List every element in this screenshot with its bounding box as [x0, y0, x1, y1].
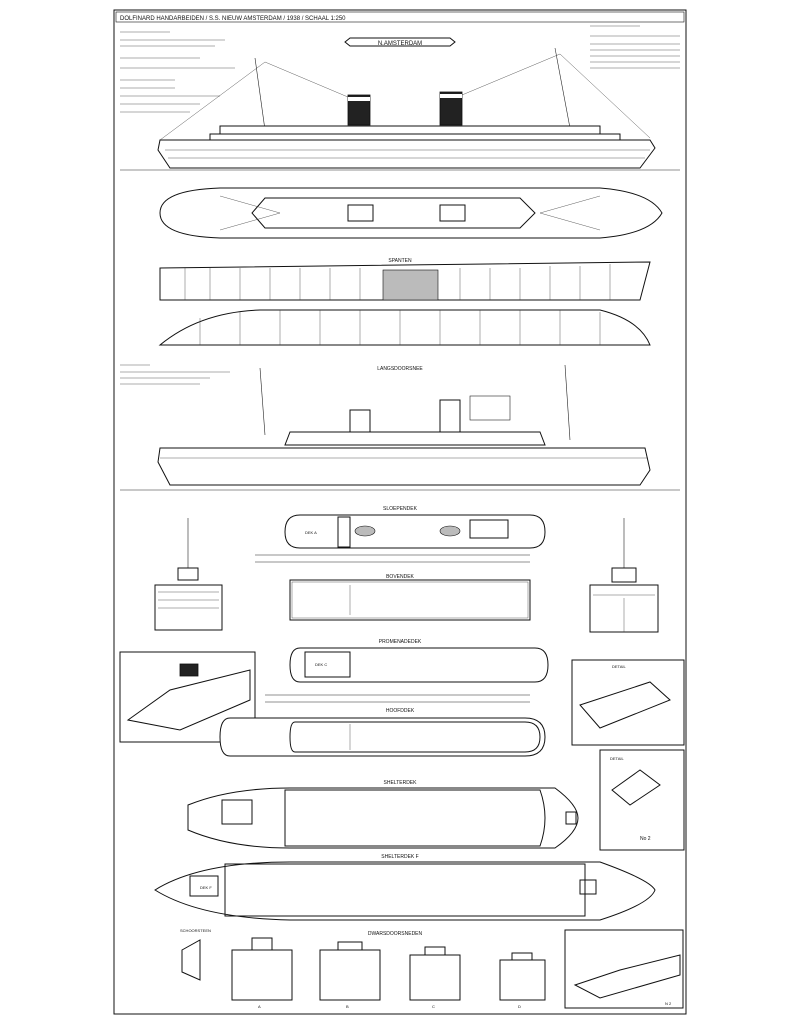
cross-sections: DWARSDOORSNEDEN SCHOORSTEEN A B C D [180, 928, 546, 1009]
deck-e: SHELTERDEK [187, 780, 579, 849]
longitudinal-section: LANGSDOORSNEE [120, 364, 680, 491]
deck-f: SHELTERDEK F DEK F [154, 854, 656, 921]
sheet-header: DOLFINARD HANDARBEIDEN / S.S. NIEUW AMST… [120, 16, 346, 22]
funnel-detail-title: SCHOORSTEEN [180, 928, 211, 933]
plate-number: No 2 [640, 836, 651, 842]
deck-a-title: SLOEPENDEK [383, 506, 418, 512]
ship-name-banner: N.AMSTERDAM [344, 37, 456, 47]
deck-b: BOVENDEK [289, 574, 531, 621]
section-label-2: B [346, 1004, 349, 1009]
legend-right [590, 25, 680, 69]
deck-c-title: PROMENADEDEK [379, 639, 422, 645]
stern-view-right [589, 518, 659, 633]
deck-d-title: HOOFDDEK [386, 708, 415, 714]
section-label-4: D [518, 1004, 521, 1009]
deck-f-label: DEK F [200, 885, 212, 890]
deck-f-title: SHELTERDEK F [381, 854, 418, 860]
header-bar [115, 11, 685, 23]
plan-view [159, 187, 663, 239]
legend-left [120, 31, 235, 113]
deck-e-title: SHELTERDEK [384, 780, 418, 786]
deck-c-label: DEK C [315, 662, 327, 667]
detail-inset-mid-right: DETAIL No 2 [599, 749, 685, 851]
notes-left [120, 364, 230, 385]
cross-section-title: LANGSDOORSNEE [377, 366, 423, 372]
detail-inset-top-right: DETAIL [571, 659, 685, 746]
section-label-1: A [258, 1004, 261, 1009]
section-label-3: C [432, 1004, 435, 1009]
sheet-border [113, 9, 687, 1015]
detail-inset-left [119, 651, 256, 743]
detail-inset-bottom-right: N 2 [564, 929, 684, 1009]
deck-c: PROMENADEDEK DEK C [265, 639, 549, 703]
frames-title: SPANTEN [388, 258, 412, 264]
sections-title: DWARSDOORSNEDEN [368, 931, 423, 937]
detail-top-title: DETAIL [612, 664, 626, 669]
deck-b-title: BOVENDEK [386, 574, 414, 580]
bow-view-left [154, 518, 223, 631]
deck-a: SLOEPENDEK DEK A [255, 506, 546, 563]
frames-strip-top: SPANTEN [159, 258, 651, 301]
side-profile [120, 47, 680, 171]
sheet-code: N 2 [665, 1001, 672, 1006]
deck-d: HOOFDDEK [219, 708, 546, 757]
frames-strip-bottom [158, 309, 651, 346]
ship-name-text: N.AMSTERDAM [378, 41, 422, 47]
detail-bottom-title: DETAIL [610, 756, 624, 761]
deck-a-label: DEK A [305, 530, 317, 535]
